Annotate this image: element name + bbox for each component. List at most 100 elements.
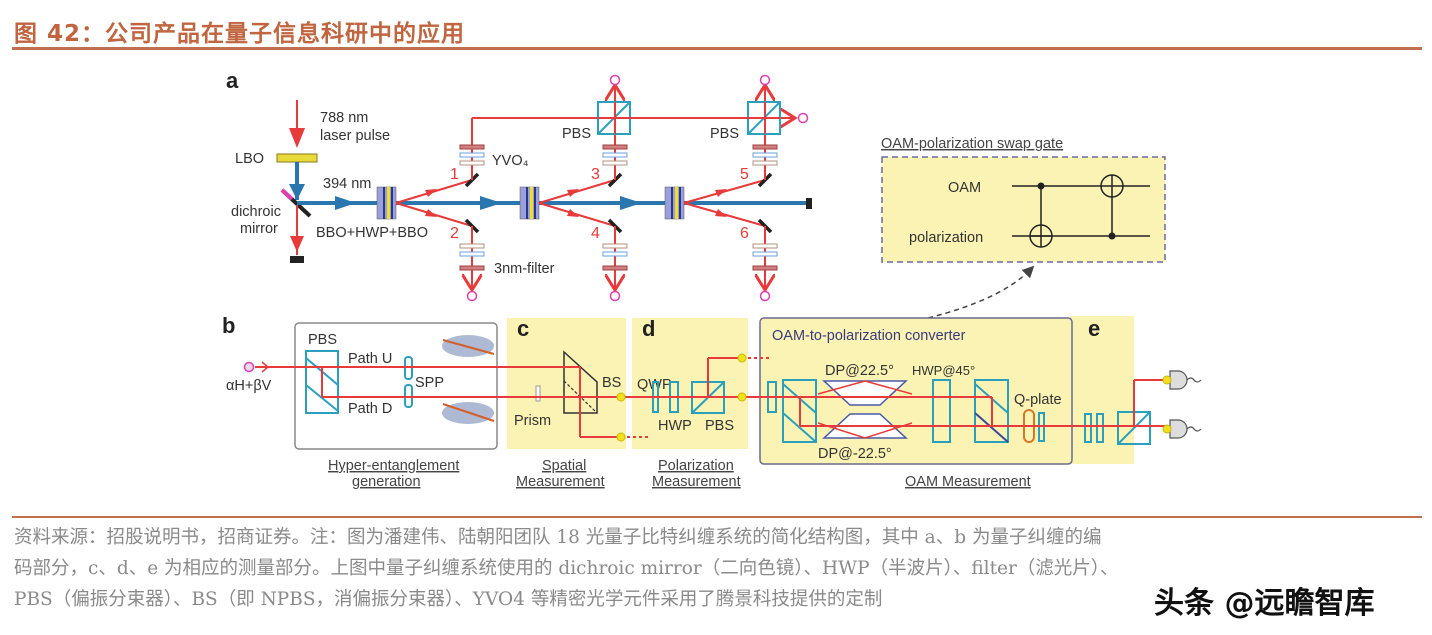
waveplate bbox=[752, 265, 778, 271]
lower-beam-paths bbox=[255, 353, 1172, 442]
output-port-icon bbox=[737, 392, 747, 402]
output-port-icon bbox=[1162, 375, 1172, 385]
detector-icon bbox=[797, 112, 809, 124]
bbo-crystal-3 bbox=[664, 186, 685, 220]
qwp-label: QWP bbox=[637, 377, 672, 393]
waveplate bbox=[602, 160, 628, 166]
waveplate bbox=[459, 152, 485, 158]
panel-e-label: e bbox=[1088, 316, 1100, 341]
detector-icon bbox=[759, 74, 771, 86]
photon-pair-1-2: 1 2 bbox=[395, 117, 600, 302]
detector-icon bbox=[609, 290, 621, 302]
beam-dump-icon bbox=[806, 198, 812, 209]
output-port-icon bbox=[737, 353, 747, 363]
polarization-qubit-label: polarization bbox=[909, 230, 983, 246]
bs-label: BS bbox=[602, 375, 621, 391]
prism bbox=[535, 385, 541, 402]
lbo-label: LBO bbox=[235, 151, 264, 167]
figure-title: 图 42：公司产品在量子信息科研中的应用 bbox=[14, 21, 466, 47]
cnot-target-icon bbox=[1100, 174, 1124, 198]
waveplate bbox=[602, 265, 628, 271]
note-line: 码部分，c、d、e 为相应的测量部分。上图中量子纠缠系统使用的 dichroic… bbox=[14, 558, 1119, 579]
waveplate bbox=[602, 243, 628, 249]
hwp45-label: HWP@45° bbox=[912, 363, 975, 378]
pbs-label: PBS bbox=[308, 332, 337, 348]
laser-arrow-icon bbox=[289, 128, 305, 148]
waveplate bbox=[752, 251, 778, 257]
dp-neg-label: DP@-22.5° bbox=[818, 446, 892, 462]
oam-helix-icon bbox=[442, 335, 495, 424]
detector-icon bbox=[609, 74, 621, 86]
bbo-crystal-2 bbox=[519, 186, 540, 220]
detector-icon bbox=[1169, 419, 1188, 439]
waveplate bbox=[752, 152, 778, 158]
detector-icon bbox=[759, 290, 771, 302]
svg-text:3: 3 bbox=[591, 166, 600, 183]
waveplate bbox=[459, 243, 485, 249]
waveplate bbox=[752, 243, 778, 249]
spp-label: SPP bbox=[415, 375, 444, 391]
panel-d: d QWP HWP PBS Polarization Measurement bbox=[632, 316, 748, 490]
beam-dump-icon bbox=[290, 256, 304, 263]
qplate-label: Q-plate bbox=[1014, 392, 1062, 408]
mirror-label: mirror bbox=[240, 221, 278, 237]
panel-a: a 788 nm laser pulse LBO dichroic mirror… bbox=[226, 68, 812, 302]
panel-b-label: b bbox=[222, 313, 235, 338]
pbs-label-2: PBS bbox=[710, 126, 739, 142]
output-port-icon bbox=[616, 432, 626, 442]
polarization-caption: Polarization bbox=[658, 458, 734, 474]
svg-text:4: 4 bbox=[591, 225, 600, 242]
laser-pulse-label: laser pulse bbox=[320, 128, 390, 144]
path-u-label: Path U bbox=[348, 351, 392, 367]
panel-d-background bbox=[632, 318, 748, 449]
waveplate bbox=[459, 265, 485, 271]
swap-gate: OAM-polarization swap gate OAM polarizat… bbox=[881, 136, 1166, 319]
swap-gate-box bbox=[881, 156, 1166, 263]
panel-d-label: d bbox=[642, 316, 655, 341]
bbo-crystal-1 bbox=[376, 186, 397, 220]
measurement-caption-d: Measurement bbox=[652, 474, 741, 490]
yvo4-label: YVO₄ bbox=[492, 153, 529, 169]
svg-text:6: 6 bbox=[740, 225, 749, 242]
uv-arrow-icon bbox=[289, 184, 305, 200]
path-d-label: Path D bbox=[348, 401, 392, 417]
source-note: 资料来源：招股说明书，招商证券。注：图为潘建伟、陆朝阳团队 18 光量子比特纠缠… bbox=[14, 522, 1424, 615]
pbs-label-d: PBS bbox=[705, 418, 734, 434]
hwp-label: HWP bbox=[658, 418, 692, 434]
svg-text:1: 1 bbox=[450, 166, 459, 183]
output-port-icon bbox=[616, 392, 626, 402]
prism-label: Prism bbox=[514, 413, 551, 429]
waveplate bbox=[602, 251, 628, 257]
waveplate bbox=[1084, 413, 1092, 443]
watermark: 头条 @远瞻智库 bbox=[1150, 578, 1379, 622]
spatial-caption: Spatial bbox=[542, 458, 586, 474]
waveplate-stacks bbox=[459, 144, 778, 271]
optical-setup-diagram: a 788 nm laser pulse LBO dichroic mirror… bbox=[222, 68, 1202, 490]
panel-c-background bbox=[507, 318, 626, 449]
hyper-entanglement-caption: Hyper-entanglement bbox=[328, 458, 459, 474]
converter-title: OAM-to-polarization converter bbox=[772, 328, 966, 344]
dichroic-label: dichroic bbox=[231, 204, 281, 220]
uv-wavelength-label: 394 nm bbox=[323, 176, 371, 192]
generation-caption: generation bbox=[352, 474, 421, 490]
input-state-label: αH+βV bbox=[226, 378, 272, 394]
hwp45-plate bbox=[932, 379, 951, 443]
crystal-label: BBO+HWP+BBO bbox=[316, 225, 428, 241]
waveplate bbox=[459, 251, 485, 257]
laser-wavelength-label: 788 nm bbox=[320, 110, 368, 126]
panel-c-label: c bbox=[517, 316, 529, 341]
note-line: 资料来源：招股说明书，招商证券。注：图为潘建伟、陆朝阳团队 18 光量子比特纠缠… bbox=[14, 527, 1102, 548]
note-divider bbox=[12, 516, 1422, 518]
waveplate bbox=[459, 160, 485, 166]
svg-text:5: 5 bbox=[740, 166, 749, 183]
detector-icon bbox=[466, 290, 478, 302]
waveplate bbox=[602, 152, 628, 158]
lbo-crystal bbox=[276, 153, 318, 163]
pbs-label-1: PBS bbox=[562, 126, 591, 142]
dp-pos-label: DP@22.5° bbox=[825, 363, 894, 379]
detector-icon bbox=[1169, 370, 1188, 390]
oam-qubit-label: OAM bbox=[948, 180, 981, 196]
dashed-pointer-arrow bbox=[927, 265, 1035, 319]
title-divider bbox=[12, 47, 1422, 50]
waveplate bbox=[752, 160, 778, 166]
